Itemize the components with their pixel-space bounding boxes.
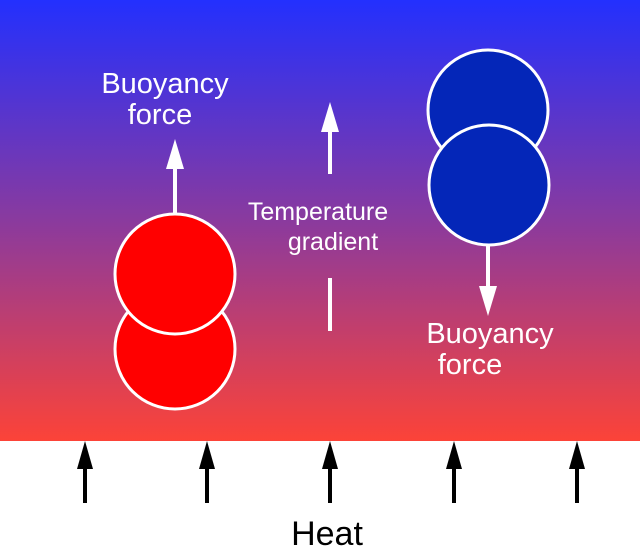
temperature-gradient-label-line2: gradient	[288, 228, 378, 256]
heat-arrow-icon	[199, 441, 215, 503]
buoyancy-right-label-line1: Buoyancy	[426, 318, 554, 350]
cold-parcel	[426, 48, 551, 247]
buoyancy-up-arrow-icon	[166, 139, 184, 214]
heat-arrows	[77, 441, 585, 503]
buoyancy-left-label-line1: Buoyancy	[101, 68, 229, 100]
heat-label: Heat	[291, 515, 363, 553]
buoyancy-left-label-line2: force	[128, 99, 192, 131]
heat-arrow-icon	[569, 441, 585, 503]
cold-parcel-lower	[427, 123, 551, 247]
heat-arrow-icon	[77, 441, 93, 503]
temperature-gradient-label-line1: Temperature	[248, 198, 388, 226]
hot-parcel	[113, 212, 237, 411]
temperature-gradient-arrow-icon	[321, 102, 339, 331]
buoyancy-down-arrow-icon	[479, 246, 497, 316]
heat-arrow-icon	[322, 441, 338, 503]
buoyancy-right-label-line2: force	[438, 349, 502, 381]
heat-arrow-icon	[446, 441, 462, 503]
hot-parcel-upper	[113, 212, 237, 336]
